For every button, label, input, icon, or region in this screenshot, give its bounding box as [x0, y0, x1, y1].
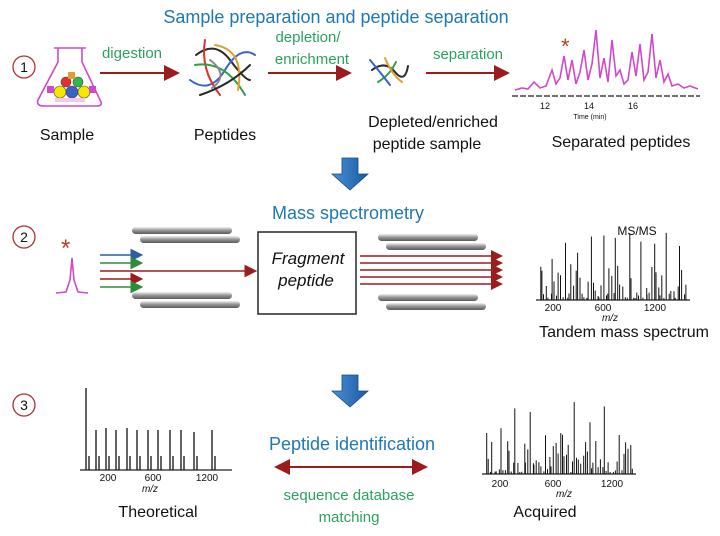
separated-peptides-label: Separated peptides — [552, 134, 691, 151]
step1-title: Sample preparation and peptide separatio… — [163, 7, 508, 27]
depleted-label-line1: Depleted/enriched — [368, 114, 498, 131]
digestion-label: digestion — [102, 45, 162, 62]
matching-label-line1: sequence database — [284, 487, 415, 504]
peak-star: * — [61, 235, 70, 262]
fragment-box — [257, 231, 357, 315]
msms-axis-label: m/z — [602, 313, 618, 324]
step2-section: Mass spectrometry 2 * Fragment peptide — [12, 203, 709, 341]
quadrupole-rods-left — [132, 227, 240, 308]
acquired-label: Acquired — [513, 504, 576, 521]
fragment-arrows-out — [360, 250, 503, 290]
theo-tick-200: 200 — [100, 473, 117, 484]
theo-tick-1200: 1200 — [196, 473, 219, 484]
chromatogram-star: * — [561, 34, 570, 59]
depleted-label-line2: peptide sample — [373, 136, 482, 153]
sample-flask-icon — [36, 47, 103, 107]
step1-section: Sample preparation and peptide separatio… — [12, 7, 700, 153]
theoretical-label: Theoretical — [118, 504, 197, 521]
depletion-label-line2: enrichment — [275, 51, 350, 68]
step1-number-circle — [12, 55, 36, 79]
theoretical-spectrum: 200 600 1200 m/z — [80, 388, 232, 495]
step2-number: 2 — [20, 229, 28, 245]
down-arrow-1 — [330, 157, 370, 191]
fragment-label-line1: Fragment — [272, 249, 346, 268]
tandem-spectrum-label: Tandem mass spectrum — [539, 324, 709, 341]
depletion-label-line1: depletion/ — [275, 29, 341, 46]
down-arrow-2 — [330, 374, 370, 408]
step3-title: Peptide identification — [269, 434, 435, 454]
msms-tick-600: 600 — [595, 303, 612, 314]
acq-axis-label: m/z — [556, 489, 572, 500]
fragment-label-line2: peptide — [277, 271, 334, 290]
step2-title: Mass spectrometry — [272, 203, 424, 223]
msms-tick-1200: 1200 — [644, 303, 667, 314]
chrom-tick-12: 12 — [540, 101, 550, 111]
peptides-label: Peptides — [194, 127, 256, 144]
chrom-tick-16: 16 — [628, 101, 638, 111]
step1-number: 1 — [20, 59, 28, 75]
step2-number-circle — [12, 225, 36, 249]
acquired-spectrum: 200 600 1200 m/z — [482, 402, 636, 500]
tandem-mass-spectrum: MS/MS 200 600 1200 m/z — [536, 224, 690, 324]
step3-number: 3 — [20, 397, 28, 413]
chrom-axis-label: Time (min) — [573, 114, 606, 121]
peak-trace — [55, 257, 89, 294]
depleted-peptides-icon — [369, 57, 409, 86]
sample-label: Sample — [40, 127, 94, 144]
matching-label-line2: matching — [319, 509, 380, 526]
acq-tick-600: 600 — [545, 479, 562, 490]
chrom-tick-14: 14 — [584, 101, 594, 111]
msms-label: MS/MS — [617, 224, 656, 238]
acq-tick-200: 200 — [492, 479, 509, 490]
chromatogram: * 12 14 16 Time (min) — [512, 29, 700, 121]
quadrupole-rods-right — [378, 234, 486, 310]
msms-tick-200: 200 — [545, 303, 562, 314]
acq-tick-1200: 1200 — [601, 479, 624, 490]
step3-section: 3 200 600 1200 m/z Theoretical Peptide i… — [12, 388, 636, 526]
peptides-tangle-icon — [189, 39, 256, 96]
step3-number-circle — [12, 393, 36, 417]
theo-tick-600: 600 — [145, 473, 162, 484]
ion-arrows-in — [100, 248, 258, 294]
separation-label: separation — [433, 46, 503, 63]
theo-axis-label: m/z — [142, 484, 158, 495]
